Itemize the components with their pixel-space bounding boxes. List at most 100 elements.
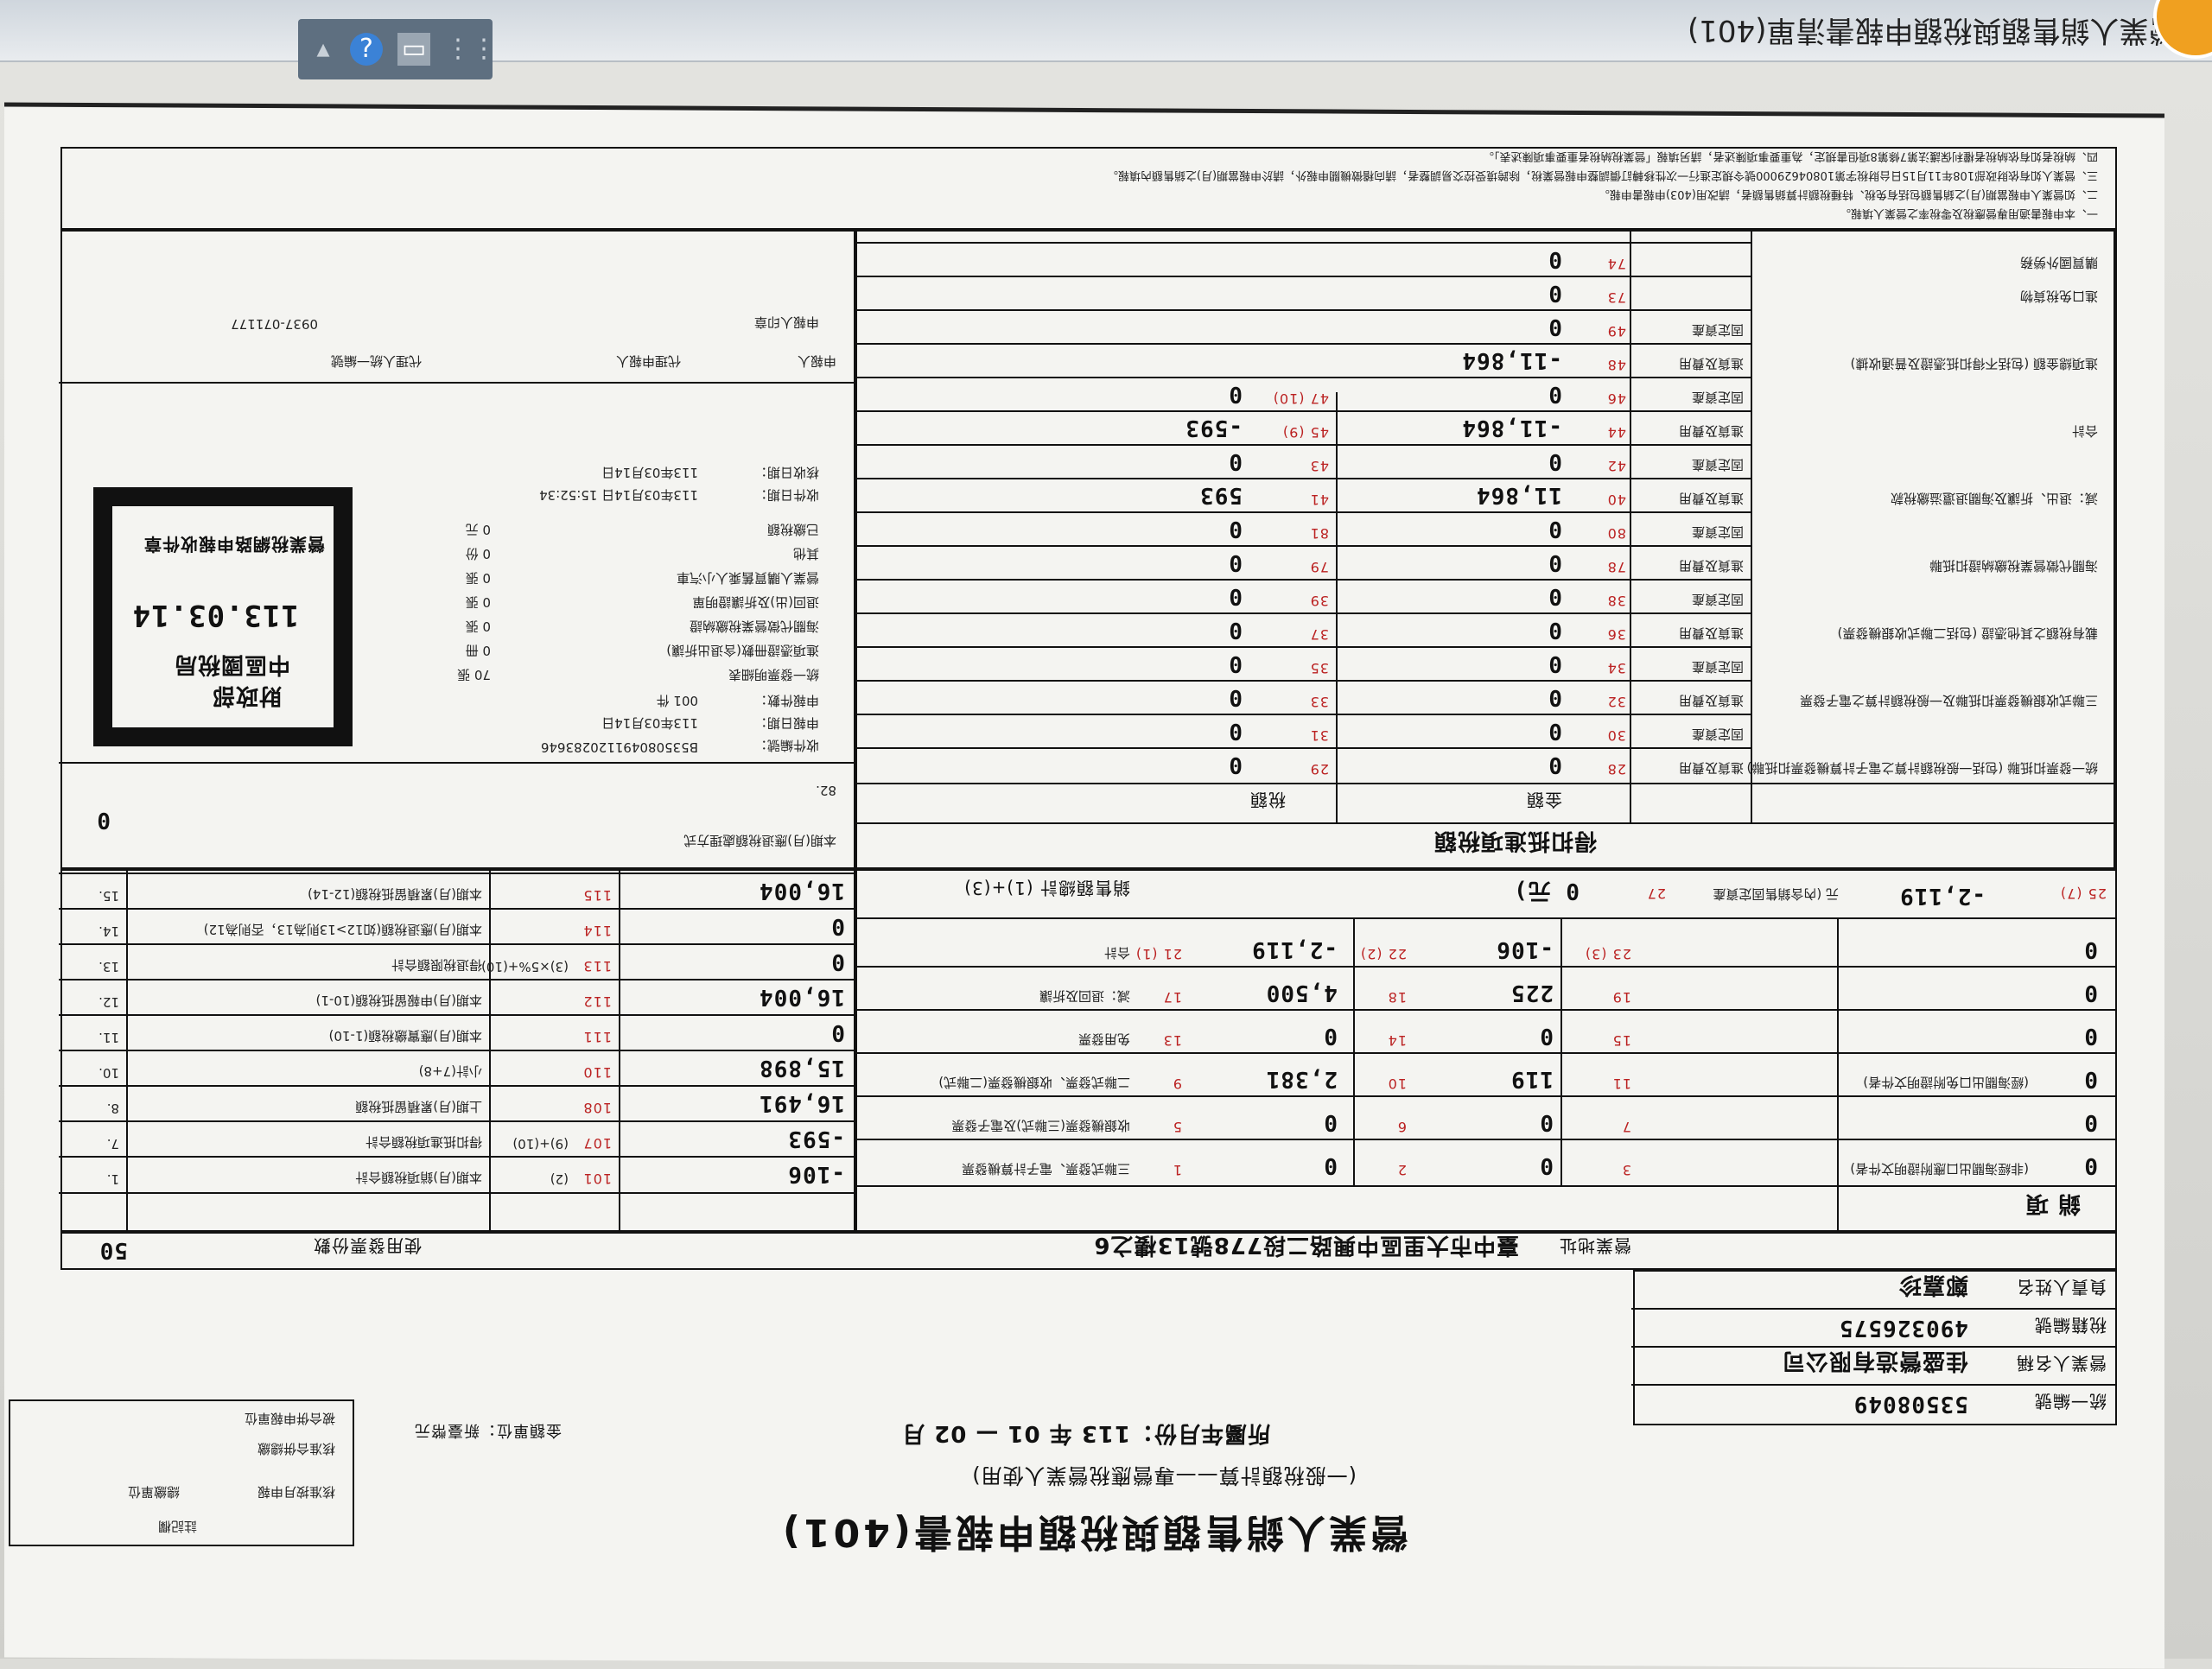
tax-label: 得退稅限額合計	[391, 957, 482, 973]
grip-icon[interactable]: ⋮⋮	[445, 34, 497, 64]
viewer-toolbar: ▴ ? ▭ ⋮⋮	[298, 19, 497, 79]
purchase-amount: 0	[1548, 448, 1562, 474]
purchase-code: 74	[1606, 256, 1626, 272]
tax-ref: (2)	[550, 1171, 569, 1187]
sales-code: 7	[1621, 1119, 1631, 1135]
sales-code: 5	[1172, 1119, 1182, 1135]
purchase-amount-header: 金額	[1526, 790, 1562, 810]
purchase-row-label: 統一發票扣抵聯 (包括一般稅額計算之電子計算機發票扣抵聯)	[1746, 760, 2098, 776]
purchase-tax: 0	[1228, 718, 1243, 744]
sales-fixed-value: 0 元)	[1513, 878, 1580, 904]
print-icon[interactable]: ▭	[397, 33, 430, 66]
purchase-row-label: 購買國外勞務	[2019, 255, 2098, 270]
purchase-tax: 0	[1228, 381, 1243, 407]
purchase-header: 得扣抵進項稅額	[1433, 828, 1597, 854]
tax-value: 16,004	[759, 984, 845, 1010]
tax-code: 108	[582, 1100, 612, 1116]
tax-item-no: 7.	[106, 1136, 119, 1152]
purchase-section: 得扣抵進項稅額 金額 稅額 統一發票扣抵聯 (包括一般稅額計算之電子計算機發票扣…	[854, 228, 2117, 869]
count-label: 申報件數：	[753, 693, 819, 708]
purchase-code: 30	[1606, 727, 1626, 744]
tax-label: 本期(月)申報留抵稅額(10-1)	[315, 993, 482, 1008]
tax-code: 111	[582, 1029, 612, 1045]
purchase-amount: -11,864	[1461, 415, 1562, 441]
sales-tax-value: 119	[1510, 1066, 1554, 1092]
business-name: 佳盛營造有限公司	[1781, 1348, 1968, 1374]
purchase-sub-label: 固定資產	[1691, 524, 1744, 540]
tax-id-label: 稅籍編號	[2034, 1315, 2107, 1336]
sales-code: 15	[1611, 1032, 1631, 1049]
tax-form-401: 營業人銷售額與稅額申報書(401) (一般稅額計算——專營應稅營業人使用) 所屬…	[9, 147, 2117, 1564]
sales-code: 14	[1387, 1032, 1407, 1049]
invoice-count-label: 使用發票份數	[313, 1235, 422, 1256]
sales-code: 23 (3)	[1584, 946, 1631, 962]
purchase-code: 47 (10)	[1272, 390, 1329, 407]
refund-method-value: 0	[96, 807, 111, 833]
attachment-value: 0 元	[465, 522, 491, 537]
uniform-no: 53508049	[1853, 1391, 1968, 1417]
tax-label: 本期(月)銷項稅額合計	[355, 1170, 482, 1185]
sales-code: 22 (2)	[1359, 946, 1407, 962]
help-icon[interactable]: ?	[350, 33, 383, 66]
purchase-amount: 0	[1548, 549, 1562, 575]
purchase-amount: 0	[1548, 246, 1562, 272]
purchase-code: 35	[1309, 660, 1329, 676]
stamp-date: 113.03.14	[131, 598, 299, 632]
sales-row-label: 免用發票	[1077, 1031, 1130, 1047]
tax-value: 16,004	[759, 878, 845, 904]
purchase-amount: 0	[1548, 280, 1562, 306]
purchase-row-label: 海關代徵營業稅繳納證扣抵聯	[1929, 558, 2098, 574]
attachment-value: 0 張	[465, 570, 491, 586]
tax-label: 本期(月)應退稅額(如12>13則為13，否則為12)	[203, 922, 482, 937]
sales-code: 17	[1162, 989, 1182, 1006]
sales-zero-rate-value: 0	[2083, 1023, 2098, 1049]
purchase-amount: 0	[1548, 516, 1562, 542]
purchase-sub-label: 固定資產	[1691, 390, 1744, 405]
file-no: B535080491120283646	[540, 739, 698, 755]
tax-code: 113	[582, 958, 612, 974]
purchase-row-label: 減：退出、折讓及海關退還溢繳稅款	[1890, 491, 2098, 506]
sales-tax-value: 225	[1510, 980, 1554, 1006]
purchase-code: 28	[1606, 761, 1626, 777]
business-name-label: 營業人名稱	[2016, 1353, 2107, 1374]
sales-zero-rate-value: 0	[2083, 1109, 2098, 1135]
purchase-amount: 11,864	[1476, 482, 1562, 508]
form-subtitle: (一般稅額計算——專營應稅營業人使用)	[971, 1463, 1357, 1488]
purchase-code: 41	[1309, 492, 1329, 508]
tax-ref: (3)×5%+(10)	[481, 959, 569, 974]
checkbox-label: 總繳單位	[127, 1484, 180, 1500]
tax-item-no: 15.	[99, 888, 119, 904]
note-line: 一、本申報書適用專營應稅及零稅率之營業人填報。	[1839, 206, 2098, 219]
sales-fixed-code: 27	[1646, 885, 1666, 902]
tax-code: 107	[582, 1135, 612, 1152]
chevron-up-icon[interactable]: ▴	[316, 34, 330, 64]
receipt-section: 本期(月)應退稅額處理方式 0 82. 收件編號： B5350804911202…	[59, 230, 855, 869]
sales-row-label: 減：退回及折讓	[1039, 988, 1130, 1004]
tax-label: 本期(月)累積留抵稅額(12-14)	[308, 886, 482, 902]
purchase-sub-label: 進貨及費用	[1678, 356, 1744, 371]
sales-zero-rate-value: 0	[2083, 936, 2098, 962]
sales-zero-rate-value: 0	[2083, 1152, 2098, 1178]
tax-ref: (9)+(10)	[512, 1136, 569, 1152]
sales-code: 10	[1387, 1076, 1407, 1092]
tax-item-no: 10.	[99, 1065, 119, 1081]
attachment-value: 70 張	[457, 667, 491, 682]
attachment-label: 已繳稅額	[766, 522, 819, 537]
sales-amount-value: 0	[1323, 1152, 1338, 1178]
approval-checkbox-block: 註記欄 核准按月申報 總繳單位 核准合併總繳 被合併申報單位	[9, 1399, 354, 1546]
purchase-amount: 0	[1548, 718, 1562, 744]
sales-code: 1	[1172, 1162, 1182, 1178]
tax-value: 15,898	[759, 1055, 845, 1081]
tax-label: 得扣抵進項稅額合計	[365, 1134, 482, 1150]
sales-row-label: 收銀機發票(三聯式)及電子發票	[951, 1118, 1130, 1133]
purchase-code: 34	[1606, 660, 1626, 676]
sales-code: 19	[1611, 989, 1631, 1006]
sales-code: 18	[1387, 989, 1407, 1006]
purchase-tax: 0	[1228, 549, 1243, 575]
sales-tax-value: 0	[1539, 1109, 1554, 1135]
tax-item-no: 13.	[99, 959, 119, 974]
sales-row-label: 三聯式發票、電子計算機發票	[961, 1161, 1130, 1177]
purchase-code: 29	[1309, 761, 1329, 777]
seal-label: 申報人印章	[753, 314, 819, 330]
checkbox-label: 註記欄	[157, 1519, 197, 1534]
